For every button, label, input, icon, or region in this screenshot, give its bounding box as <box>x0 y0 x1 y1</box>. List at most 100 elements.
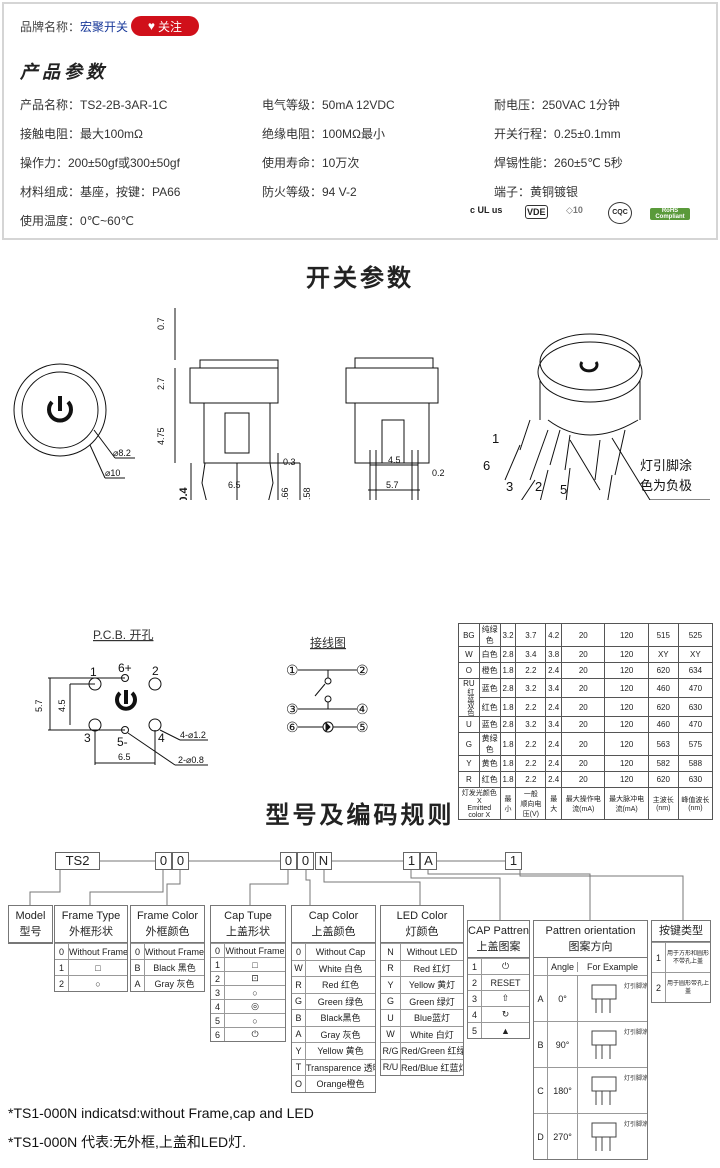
heart-icon: ♥ <box>147 19 156 33</box>
led-table-cell: 3.2 <box>515 716 547 733</box>
option-label: ⇧ <box>501 993 510 1003</box>
led-table-cell: 3.7 <box>515 623 547 647</box>
led-table-cell: 1.8 <box>499 697 517 717</box>
ul-cert-logo: c UL us <box>470 205 503 215</box>
dim-0-7: 0.7 <box>156 317 166 330</box>
option-code: R <box>292 977 306 993</box>
option-label: ⏻ <box>501 961 510 971</box>
switch-example-icon <box>591 1030 617 1059</box>
code-option-row: 5▲ <box>468 1022 529 1038</box>
option-label: Yellow 黄灯 <box>408 980 456 991</box>
option-label: Green 绿灯 <box>409 996 455 1007</box>
option-code: 2 <box>211 972 225 985</box>
brand-link[interactable]: 宏聚开关 <box>80 20 129 34</box>
code-option-row: 4↻ <box>468 1006 529 1022</box>
led-table-cell: Y <box>458 755 480 772</box>
spec-item: 防火等级：94 V-2 <box>262 185 357 199</box>
option-label: Without Cap <box>315 946 366 957</box>
option-code: G <box>292 993 306 1009</box>
option-label: RESET <box>490 977 521 988</box>
pin-1-label: 1 <box>492 431 499 446</box>
header-en: Frame Color <box>136 910 199 922</box>
spec-item: 绝缘电阻：100MΩ最小 <box>262 127 385 141</box>
led-table-header-peak: 峰值波长(nm) <box>677 787 714 820</box>
code-segment: N <box>315 852 332 870</box>
led-table-cell: 4.2 <box>545 623 563 647</box>
switch-example-icon <box>591 984 617 1013</box>
pcb-pin-6: 6+ <box>118 661 132 675</box>
table-header: 按键类型 <box>652 921 710 942</box>
option-label: Without Frame <box>145 946 204 957</box>
header-en: Cap Color <box>308 910 359 922</box>
option-code: B <box>292 1010 306 1026</box>
led-table-cell: W <box>458 646 480 663</box>
option-code: 1 <box>55 960 69 975</box>
code-option-row: 1⏻ <box>468 958 529 974</box>
option-label: 用于方形和圆形不带孔上盖 <box>666 950 709 965</box>
angle-value: 270° <box>548 1114 578 1159</box>
option-code: 5 <box>468 1023 482 1038</box>
pcb-hole-large: 4-⌀1.2 <box>180 730 206 740</box>
led-table-cell: 橙色 <box>478 662 501 679</box>
spec-item: 材料组成：基座，按键：PA66 <box>20 185 181 199</box>
option-code: 4 <box>211 1000 225 1013</box>
enec-number: 10 <box>572 205 583 215</box>
led-table-cell: 3.2 <box>515 678 547 698</box>
option-label: Gray 灰色 <box>320 1029 361 1040</box>
led-table-cell: 2.2 <box>515 697 547 717</box>
node-2: ② <box>356 662 369 678</box>
led-table-cell: 575 <box>677 732 714 756</box>
spec-item: 开关行程：0.25±0.1mm <box>494 127 621 141</box>
led-table-header-ipulse: 最大脉冲电流(mA) <box>604 787 649 820</box>
option-label: □ <box>95 962 101 973</box>
cqc-cert-logo: CQC <box>608 202 632 224</box>
spec-item: 电气等级：50mA 12VDC <box>262 98 395 112</box>
option-label: Yellow 黄色 <box>317 1046 364 1057</box>
follow-button[interactable]: ♥关注 <box>131 16 199 36</box>
ru-code: RU <box>463 679 475 688</box>
dim-4-58: 4.58 <box>302 487 312 500</box>
pin-3-label: 3 <box>506 479 513 494</box>
example-header: For Example <box>586 961 639 972</box>
option-code: 4 <box>468 1007 482 1022</box>
dim-0-2: 0.2 <box>432 468 445 478</box>
led-table-cell: 620 <box>647 697 679 717</box>
led-table-cell: 20 <box>561 662 606 679</box>
code-option-row: 1□ <box>211 957 285 971</box>
led-table-cell: 3.4 <box>545 678 563 698</box>
option-label: □ <box>252 959 258 970</box>
pcb-dim-5-7: 5.7 <box>34 699 44 712</box>
led-table-cell: 2.2 <box>515 732 547 756</box>
option-code: Y <box>381 977 401 993</box>
pcb-pin-4: 4 <box>158 731 165 745</box>
option-label: Red/Green 红绿灯 <box>401 1046 463 1057</box>
led-table-cell: 460 <box>647 678 679 698</box>
led-table-cell: 620 <box>647 662 679 679</box>
option-code: R/U <box>381 1059 401 1075</box>
spec-item: 使用寿命：10万次 <box>262 156 360 170</box>
header-cn: 型号 <box>19 926 42 938</box>
